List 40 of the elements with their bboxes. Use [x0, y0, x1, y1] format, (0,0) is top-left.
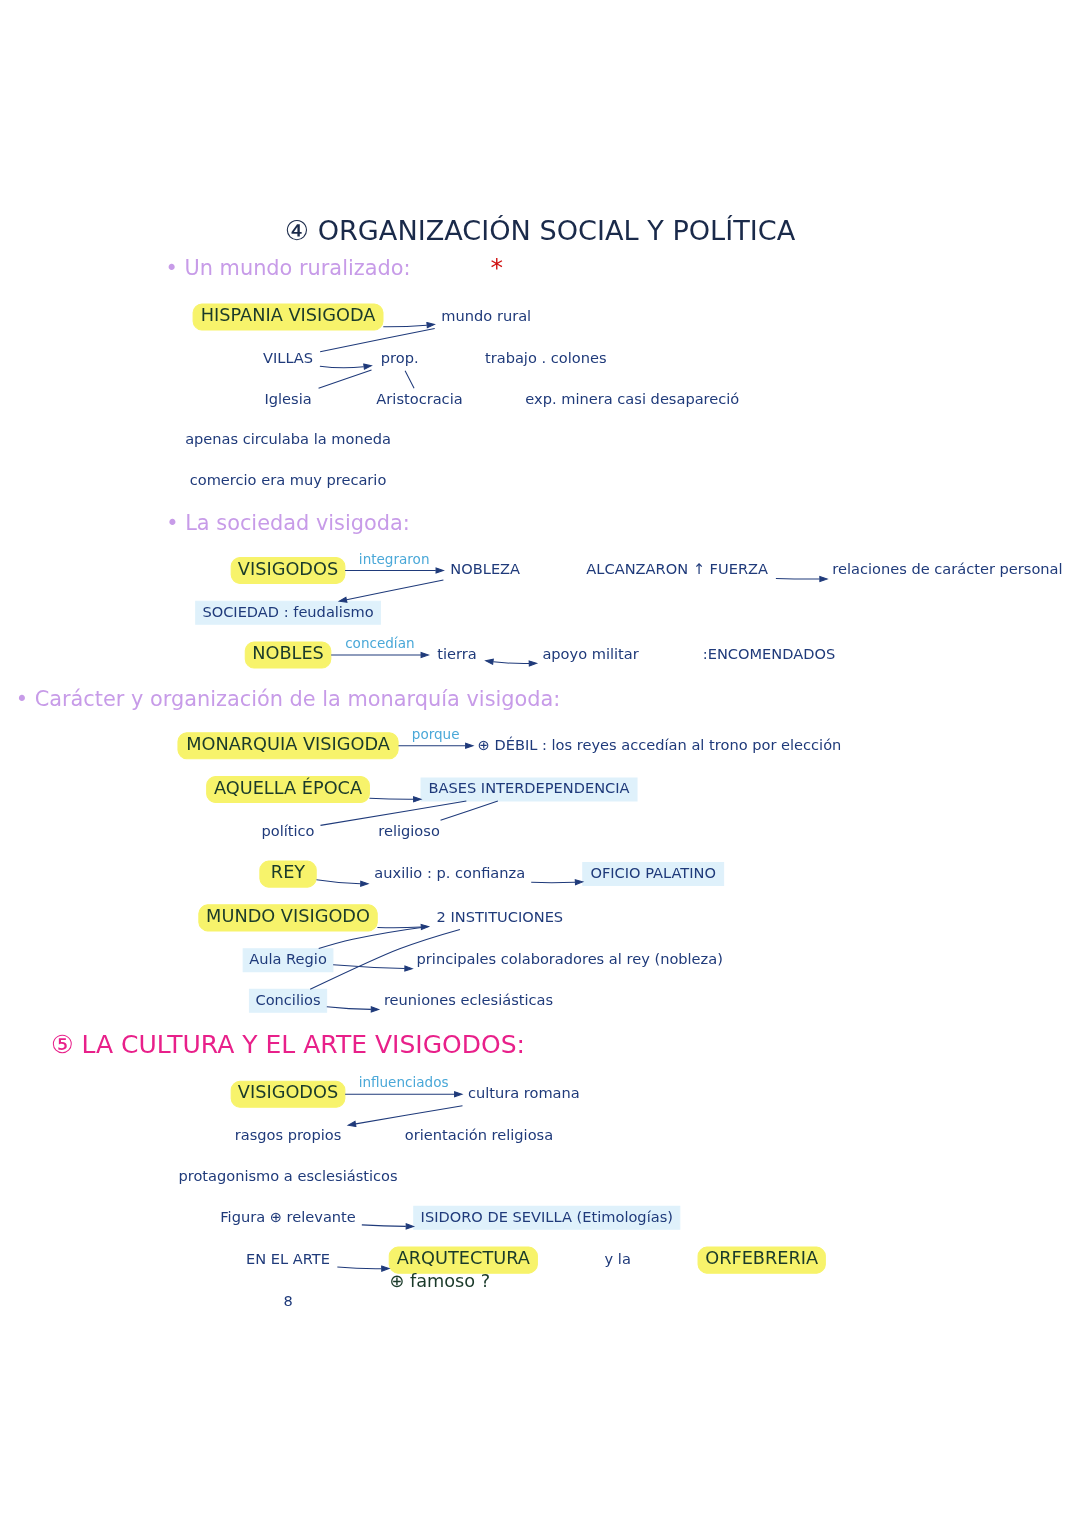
edge-label: integraron: [358, 550, 430, 567]
edge-label: concedían: [345, 634, 415, 651]
label: orientación religiosa: [404, 1125, 554, 1143]
node-text: tierra: [437, 644, 477, 662]
node-text: ALCANZARON ↑ FUERZA: [586, 559, 769, 577]
node-text: mundo rural: [441, 306, 532, 324]
label: apenas circulaba la moneda: [185, 429, 391, 447]
label: protagonismo a esclesiásticos: [178, 1166, 398, 1184]
label: • Un mundo ruralizado:: [165, 255, 411, 280]
node-text: auxilio : p. confianza: [374, 863, 526, 881]
node-text: Aristocracia: [376, 389, 463, 407]
node-text: cultura romana: [467, 1083, 580, 1101]
node-text: VILLAS: [262, 348, 314, 366]
label: comercio era muy precario: [189, 470, 387, 488]
node-text: 2 INSTITUCIONES: [436, 907, 564, 925]
node-text: EN EL ARTE: [246, 1249, 331, 1267]
diagram-title: ④ ORGANIZACIÓN SOCIAL Y POLÍTICA: [284, 214, 796, 246]
edge-label: porque: [411, 725, 460, 742]
label: *: [490, 252, 503, 282]
node-text: principales colaboradores al rey (nobleza): [416, 949, 723, 967]
node-text: NOBLEZA: [450, 559, 521, 577]
node-text: relaciones de carácter personal: [832, 559, 1063, 577]
label: • Carácter y organización de la monarquía visigoda:: [15, 686, 561, 711]
node-text: ⊕ DÉBIL : los reyes accedían al trono por elección: [477, 735, 842, 753]
node-text: Figura ⊕ relevante: [220, 1207, 356, 1225]
edge-label: influenciados: [358, 1073, 449, 1090]
node-text: Iglesia: [264, 389, 312, 407]
node-text: político: [261, 821, 315, 839]
label: • La sociedad visigoda:: [166, 510, 410, 535]
node-text: rasgos propios: [234, 1125, 342, 1143]
node-text: apoyo militar: [542, 644, 639, 662]
label: :ENCOMENDADOS: [702, 644, 836, 662]
label: ⑤ LA CULTURA Y EL ARTE VISIGODOS:: [51, 1029, 526, 1059]
label: trabajo . colones: [484, 348, 607, 366]
node-text: religioso: [378, 821, 440, 839]
label: exp. minera casi desapareció: [525, 389, 740, 407]
label: y la: [604, 1249, 631, 1267]
node-text: reuniones eclesiásticas: [383, 990, 554, 1008]
label: 8: [283, 1291, 293, 1309]
node-text: prop.: [380, 348, 419, 366]
